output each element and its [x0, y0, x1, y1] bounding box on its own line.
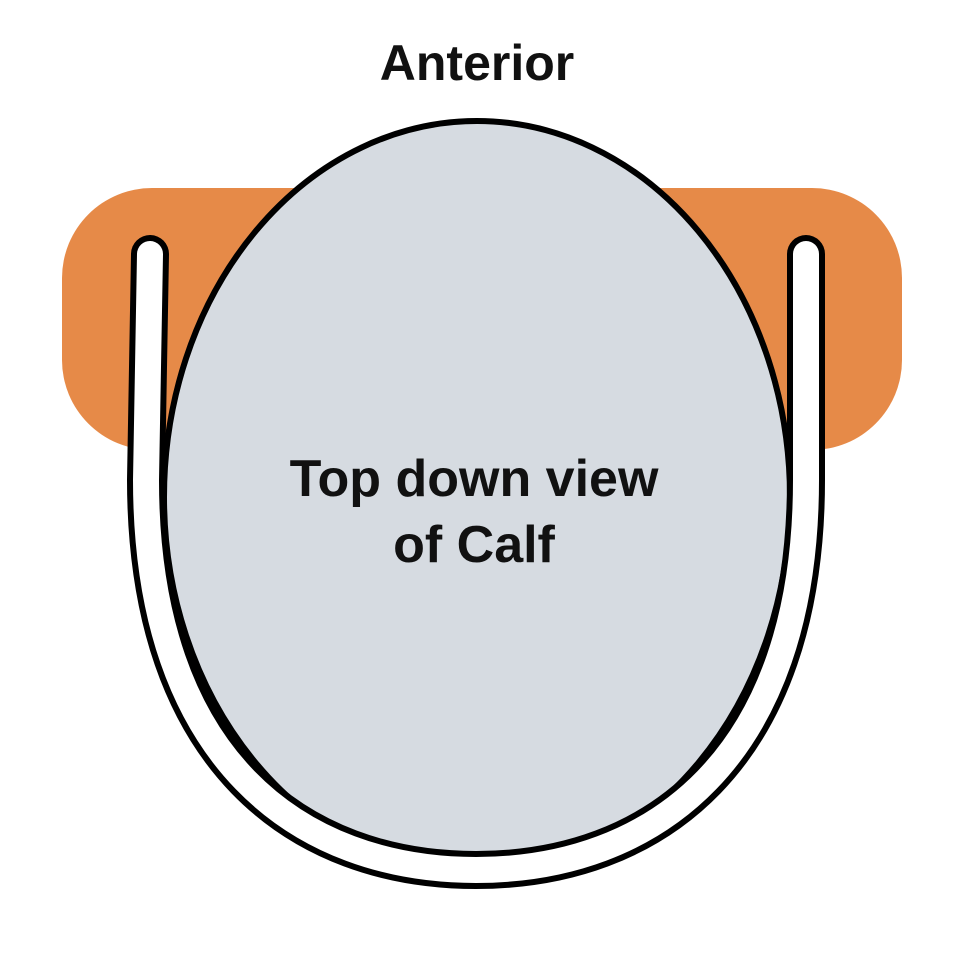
strap-inner	[133, 241, 819, 883]
calf-label-line1: Top down view	[290, 450, 659, 508]
anterior-label: Anterior	[380, 35, 574, 91]
calf-label-line2: of Calf	[393, 516, 555, 574]
